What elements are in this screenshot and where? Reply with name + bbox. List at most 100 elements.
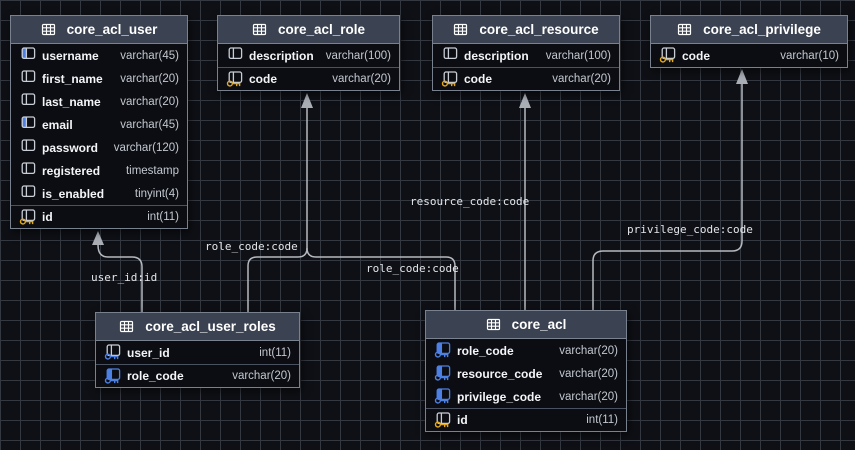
column-type: varchar(10) [780, 49, 839, 62]
column-blue-icon [19, 47, 38, 64]
relationship-label: role_code:code [205, 240, 298, 253]
column-name: username [42, 48, 99, 63]
primary-key-icon [434, 411, 453, 429]
column-type: varchar(120) [113, 141, 179, 154]
table-title: core_acl_user [66, 22, 158, 37]
relationship-line-acl-rolecode[interactable] [306, 247, 456, 311]
relationship-label: user_id:id [91, 271, 158, 284]
column-row-first_name[interactable]: first_name varchar(20) [11, 67, 187, 90]
column-icon [19, 139, 38, 156]
table-title: core_acl_user_roles [145, 319, 276, 334]
foreign-key-icon [434, 388, 453, 405]
foreign-key-icon [434, 365, 453, 382]
table-core_acl[interactable]: core_acl role_code varchar(20) resource_c… [425, 310, 627, 432]
column-name: code [249, 72, 278, 86]
table-header[interactable]: core_acl [426, 311, 626, 339]
table-icon [119, 319, 138, 334]
column-row-id[interactable]: id int(11) [426, 408, 626, 431]
relationship-line-acl-privilegecode[interactable] [592, 84, 743, 311]
primary-foreign-key-icon [104, 344, 123, 361]
arrowhead-to-core-acl-role [301, 93, 313, 108]
table-columns: description varchar(100) code varchar(20) [433, 44, 619, 90]
column-name: id [42, 210, 53, 224]
arrowhead-to-core-acl-resource [519, 93, 531, 108]
column-type: varchar(20) [559, 344, 618, 357]
table-icon [41, 22, 60, 37]
column-row-id[interactable]: id int(11) [11, 205, 187, 228]
column-type: varchar(20) [120, 95, 179, 108]
column-row-description[interactable]: description varchar(100) [433, 44, 619, 67]
column-icon [226, 47, 245, 64]
table-icon [486, 317, 505, 332]
column-name: role_code [457, 343, 514, 358]
table-title: core_acl_role [277, 22, 366, 37]
column-type: int(11) [147, 211, 179, 223]
column-row-description[interactable]: description varchar(100) [218, 44, 399, 67]
primary-key-icon [226, 70, 245, 88]
column-row-code[interactable]: code varchar(20) [218, 67, 399, 90]
column-name: first_name [42, 71, 103, 86]
column-type: varchar(20) [559, 367, 618, 380]
column-row-username[interactable]: username varchar(45) [11, 44, 187, 67]
table-header[interactable]: core_acl_role [218, 16, 399, 44]
table-header[interactable]: core_acl_resource [433, 16, 619, 44]
foreign-key-icon [104, 367, 123, 385]
table-icon [677, 22, 696, 37]
column-icon [19, 162, 38, 179]
primary-key-icon [441, 70, 460, 88]
arrowhead-to-core-acl-user [92, 231, 104, 245]
column-type: varchar(20) [120, 72, 179, 85]
table-header[interactable]: core_acl_privilege [651, 16, 847, 44]
table-core_acl_resource[interactable]: core_acl_resource description varchar(100… [432, 15, 620, 91]
column-name: user_id [127, 345, 170, 360]
column-name: description [249, 48, 314, 63]
relationship-line-userroles-rolecode[interactable] [247, 108, 308, 313]
column-type: varchar(45) [120, 118, 179, 131]
relationship-label: role_code:code [366, 262, 459, 275]
table-header[interactable]: core_acl_user [11, 16, 187, 44]
table-title: core_acl_resource [479, 22, 599, 37]
column-type: varchar(20) [232, 370, 291, 382]
column-row-code[interactable]: code varchar(20) [433, 67, 619, 90]
column-name: email [42, 117, 73, 132]
column-name: id [457, 413, 468, 427]
column-type: tinyint(4) [134, 187, 179, 200]
column-row-role_code[interactable]: role_code varchar(20) [426, 339, 626, 362]
relationship-label: privilege_code:code [627, 223, 753, 236]
column-name: description [464, 48, 529, 63]
table-title: core_acl [511, 317, 567, 332]
table-core_acl_user[interactable]: core_acl_user username varchar(45) first_… [10, 15, 188, 229]
column-type: varchar(20) [552, 73, 611, 85]
column-type: varchar(20) [332, 73, 391, 85]
column-type: varchar(100) [545, 49, 611, 62]
column-blue-icon [19, 116, 38, 133]
table-title: core_acl_privilege [703, 22, 821, 37]
column-type: varchar(100) [325, 49, 391, 62]
table-icon [453, 22, 472, 37]
column-row-resource_code[interactable]: resource_code varchar(20) [426, 362, 626, 385]
column-type: int(11) [586, 414, 618, 426]
table-core_acl_role[interactable]: core_acl_role description varchar(100) co… [217, 15, 400, 91]
column-icon [19, 185, 38, 202]
table-columns: description varchar(100) code varchar(20) [218, 44, 399, 90]
column-type: varchar(45) [120, 49, 179, 62]
column-row-email[interactable]: email varchar(45) [11, 113, 187, 136]
table-header[interactable]: core_acl_user_roles [96, 313, 299, 341]
column-icon [19, 70, 38, 87]
column-name: code [464, 72, 493, 86]
column-type: varchar(20) [559, 390, 618, 403]
column-name: resource_code [457, 366, 543, 381]
